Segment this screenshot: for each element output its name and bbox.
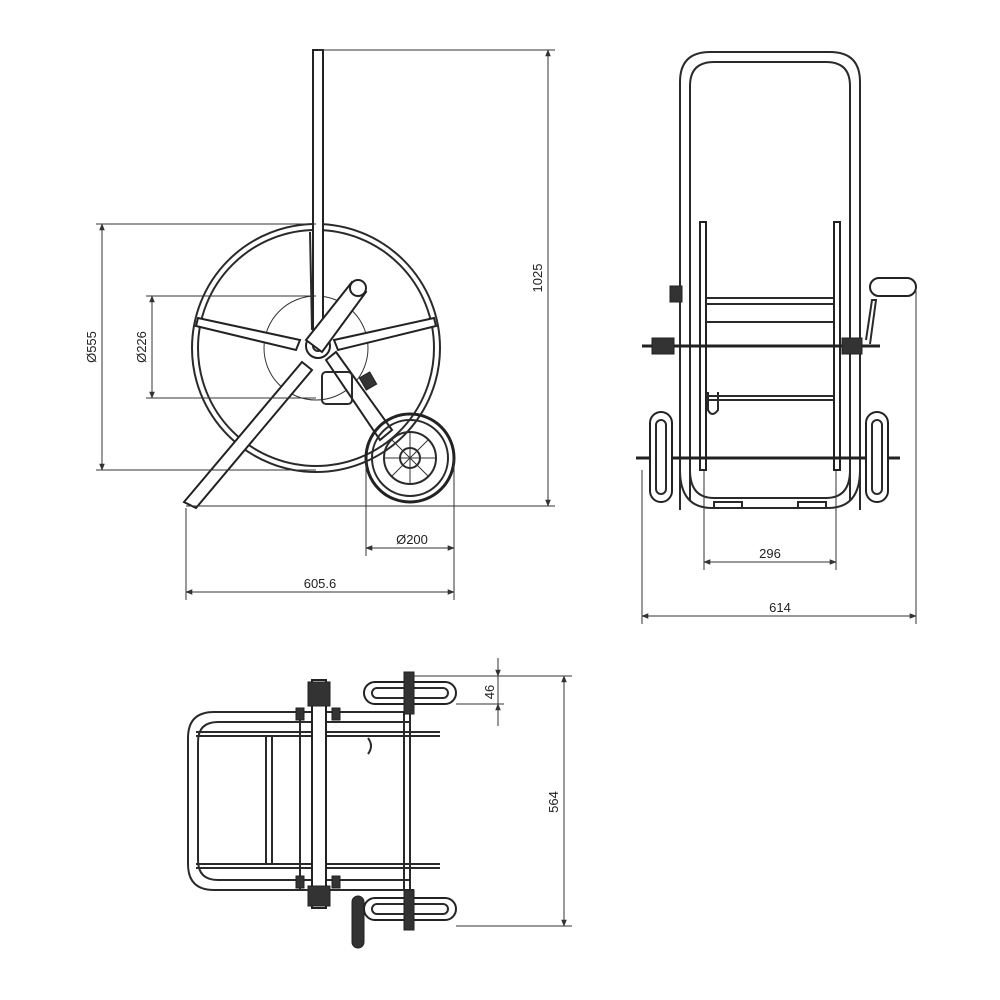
dim-inner-width: 296 [703, 470, 837, 570]
dim-depth: 564 [456, 675, 572, 927]
side-view: 1025 Ø555 Ø226 Ø200 605.6 [84, 49, 555, 600]
dim-inner-width-label: 296 [759, 546, 781, 561]
dim-length: 605.6 [185, 506, 455, 600]
drum-spokes [194, 231, 438, 352]
dim-height-label: 1025 [530, 264, 545, 293]
front-strut [324, 350, 394, 442]
front-wheel-left [649, 411, 673, 503]
dim-depth-label: 564 [546, 791, 561, 813]
dim-wheel-width: 46 [414, 658, 504, 726]
dim-height: 1025 [318, 49, 555, 507]
crank-handle [865, 299, 878, 345]
side-wheel [364, 412, 456, 504]
top-view: 46 564 [187, 658, 572, 949]
front-wheel-right [865, 411, 889, 503]
dim-length-label: 605.6 [304, 576, 337, 591]
dim-hub-diameter: Ø226 [134, 295, 316, 399]
dim-wheel-width-label: 46 [482, 685, 497, 699]
dim-overall-width-label: 614 [769, 600, 791, 615]
dim-wheel-diameter: Ø200 [365, 460, 455, 556]
front-view: 296 614 [636, 51, 917, 624]
dim-overall-width: 614 [641, 288, 917, 624]
top-axle [311, 679, 327, 909]
dim-wheel-diameter-label: Ø200 [396, 532, 428, 547]
top-crank-knob [351, 895, 365, 949]
top-wheel-upper [363, 671, 457, 715]
top-wheel-lower [363, 889, 457, 931]
dim-hub-diameter-label: Ø226 [134, 331, 149, 363]
dim-drum-diameter: Ø555 [84, 223, 316, 471]
dim-drum-diameter-label: Ø555 [84, 331, 99, 363]
